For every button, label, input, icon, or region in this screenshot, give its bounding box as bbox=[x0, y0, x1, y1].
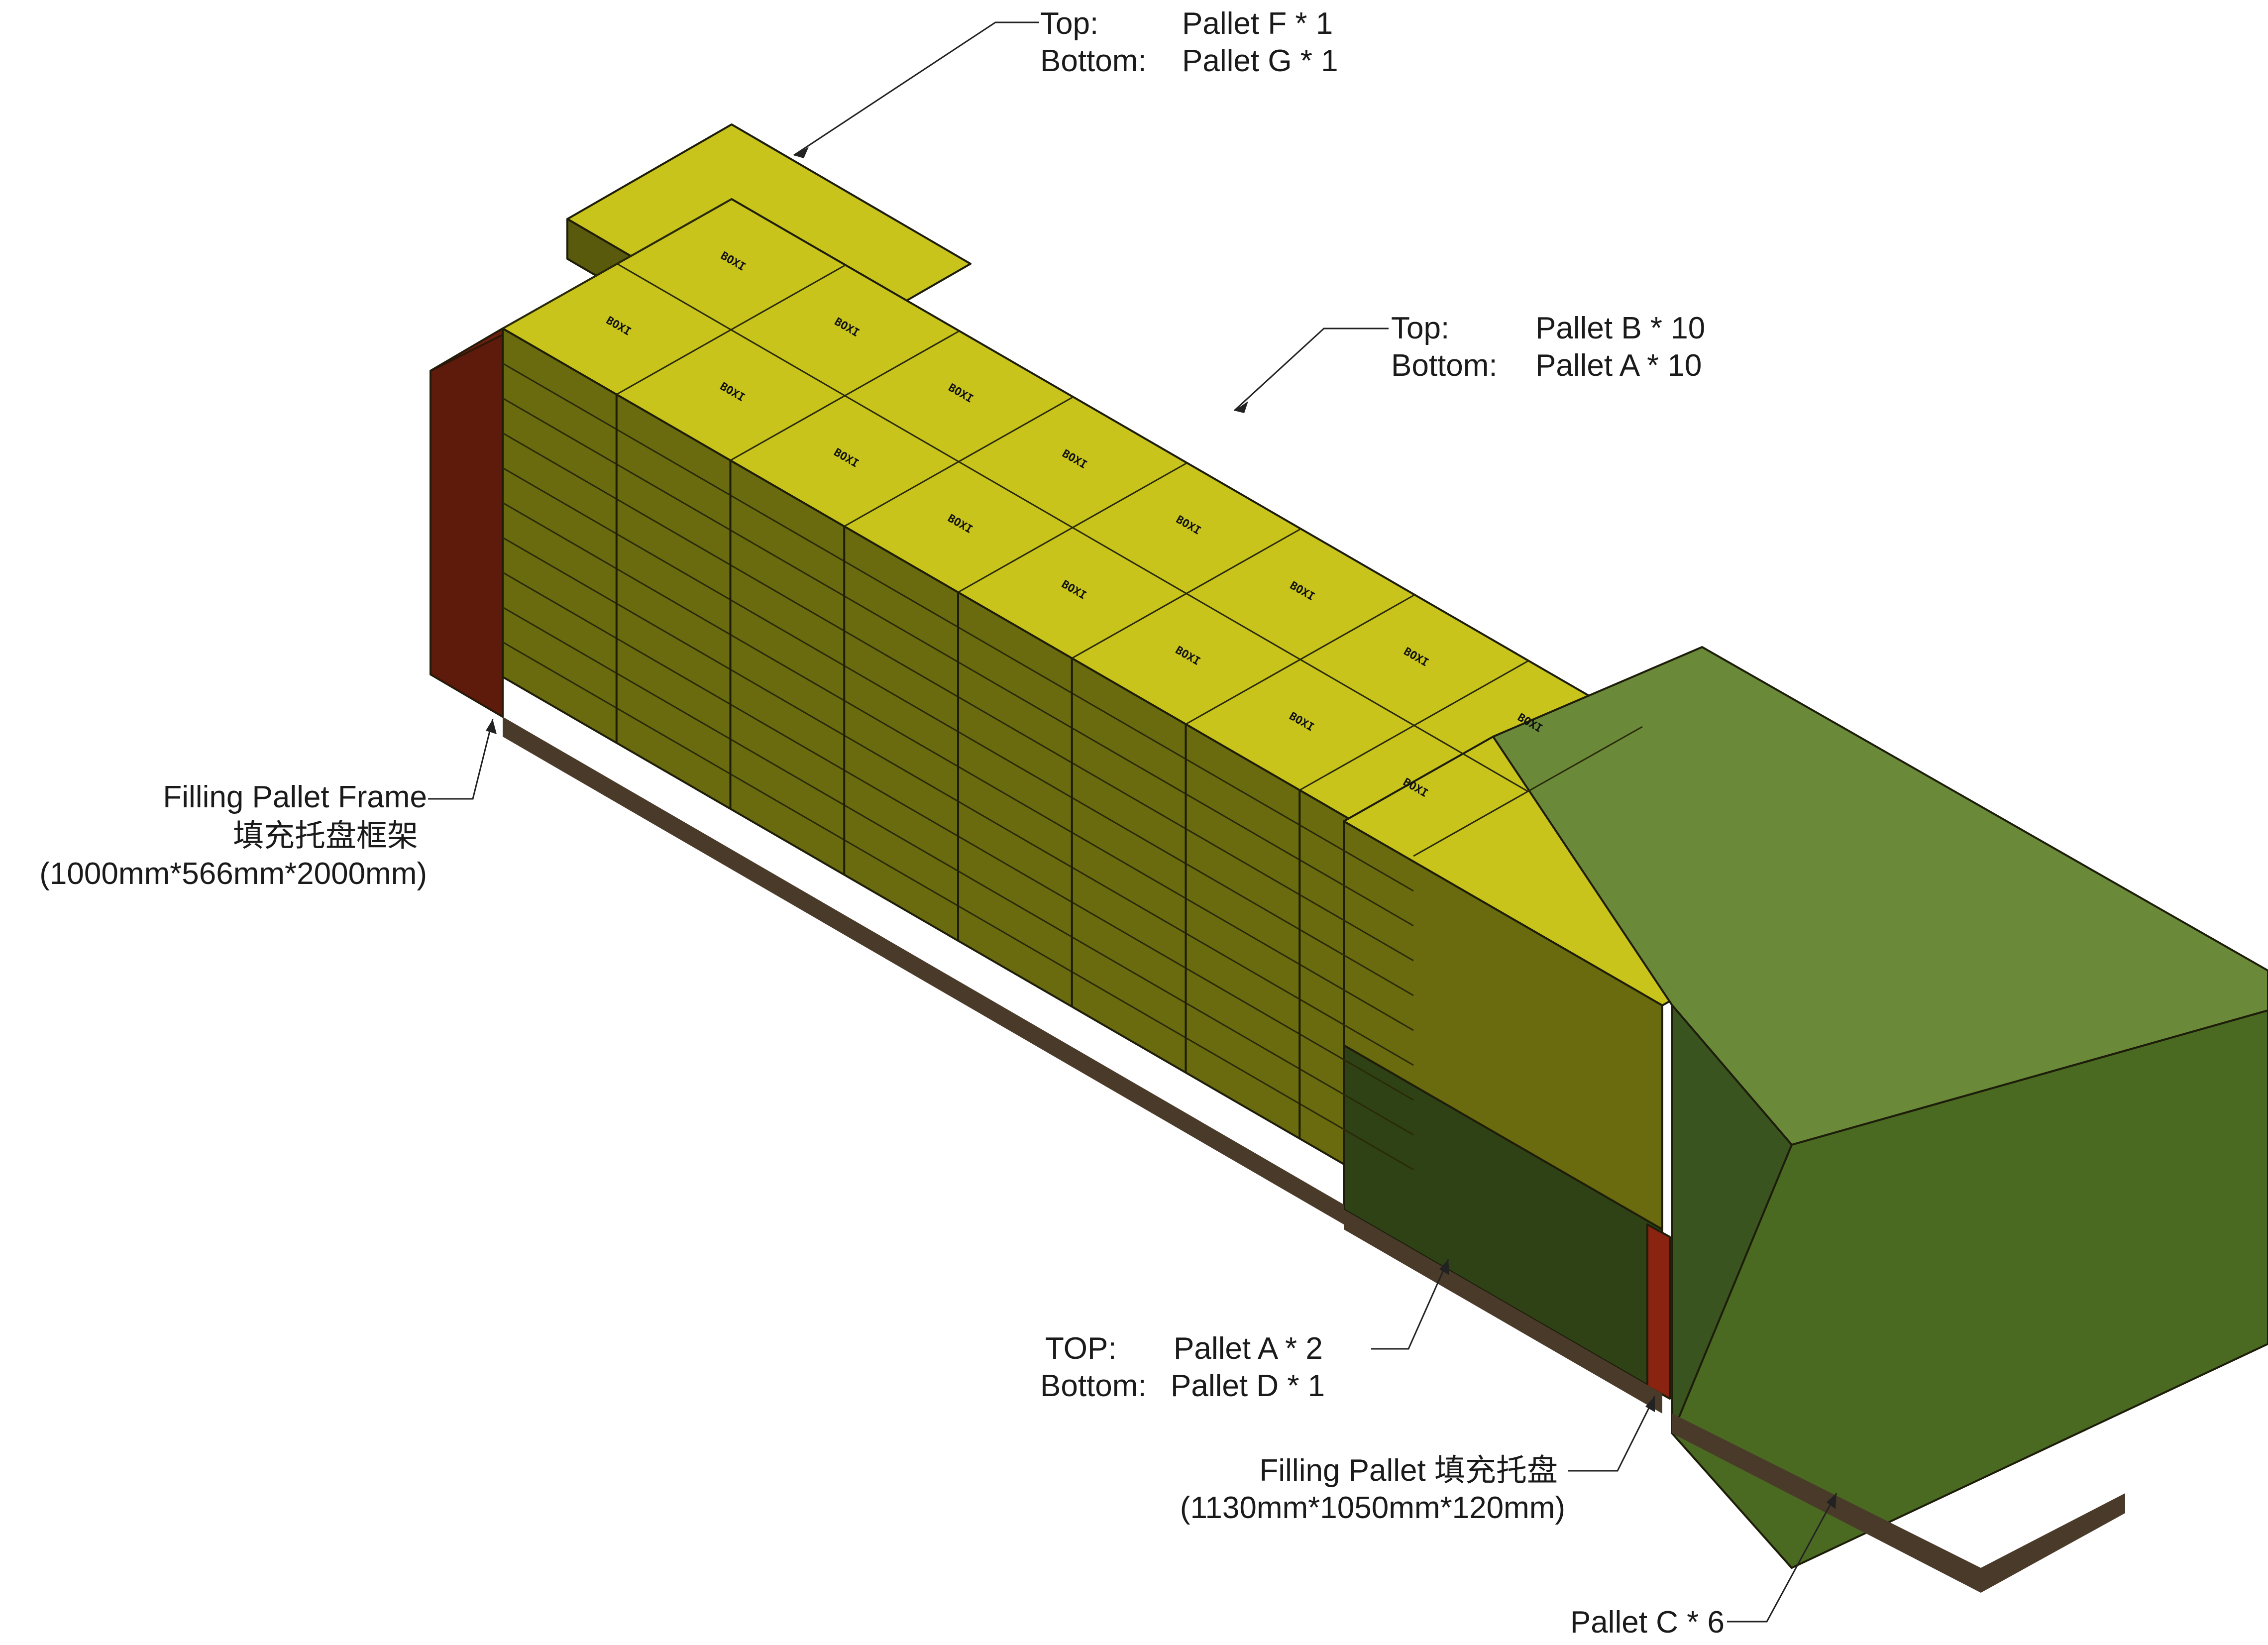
frame-chinese: 填充托盘框架 bbox=[233, 819, 418, 853]
box-marks: BOXIBOXIBOXIBOXIBOXIBOXIBOXIBOXIBOXIBOXI… bbox=[502, 198, 1643, 1171]
leader-line-c bbox=[1727, 1493, 1837, 1623]
filling-pallet bbox=[1646, 1223, 1671, 1400]
leader-line-frame bbox=[428, 719, 494, 800]
a-top-value: Pallet A * 2 bbox=[1174, 1331, 1323, 1366]
b-top-label: Top: bbox=[1391, 311, 1449, 345]
leader-line-a-d bbox=[1371, 1259, 1449, 1350]
label-pallet-c: Pallet C * 6 bbox=[1570, 1493, 1837, 1640]
leader-line-filling bbox=[1568, 1396, 1656, 1472]
label-pallet-a-b: Top: Pallet B * 10 Bottom: Pallet A * 10 bbox=[1233, 311, 1705, 413]
arrow-head bbox=[486, 719, 497, 734]
b-bottom-label: Bottom: bbox=[1391, 348, 1498, 383]
filling-title: Filling Pallet 填充托盘 bbox=[1260, 1453, 1558, 1488]
a-top-label: TOP: bbox=[1045, 1331, 1117, 1366]
label-filling-pallet-frame: Filling Pallet Frame 填充托盘框架 (1000mm*566m… bbox=[39, 719, 497, 891]
arrow-head bbox=[1827, 1493, 1836, 1509]
b-bottom-value: Pallet A * 10 bbox=[1535, 348, 1702, 383]
a-bottom-value: Pallet D * 1 bbox=[1171, 1369, 1325, 1403]
arrow-head bbox=[1645, 1396, 1655, 1412]
a-bottom-label: Bottom: bbox=[1040, 1369, 1147, 1403]
arrow-head bbox=[794, 147, 809, 158]
frame-dimensions: (1000mm*566mm*2000mm) bbox=[39, 857, 427, 891]
label-pallet-f-g: Top: Pallet F * 1 Bottom: Pallet G * 1 bbox=[793, 6, 1338, 158]
arrow-head bbox=[1234, 401, 1248, 413]
f-bottom-value: Pallet G * 1 bbox=[1182, 44, 1338, 78]
stack-pallet-c bbox=[1492, 646, 2268, 1569]
pallet-divider bbox=[617, 263, 1528, 792]
pallet-c-label: Pallet C * 6 bbox=[1570, 1605, 1725, 1640]
b-top-value: Pallet B * 10 bbox=[1535, 311, 1705, 345]
pallet-bases bbox=[503, 717, 2125, 1593]
f-bottom-label: Bottom: bbox=[1040, 44, 1147, 78]
leader-line-f-g bbox=[793, 21, 1039, 156]
frame-title: Filling Pallet Frame bbox=[163, 780, 427, 814]
label-pallet-a-d: TOP: Pallet A * 2 Bottom: Pallet D * 1 bbox=[1040, 1259, 1449, 1403]
arrow-head bbox=[1439, 1259, 1449, 1275]
leader-line-a-b bbox=[1233, 328, 1389, 412]
f-top-value: Pallet F * 1 bbox=[1182, 6, 1333, 41]
f-top-label: Top: bbox=[1040, 6, 1098, 41]
label-filling-pallet: Filling Pallet 填充托盘 (1130mm*1050mm*120mm… bbox=[1180, 1396, 1656, 1525]
filling-dimensions: (1130mm*1050mm*120mm) bbox=[1180, 1491, 1565, 1525]
